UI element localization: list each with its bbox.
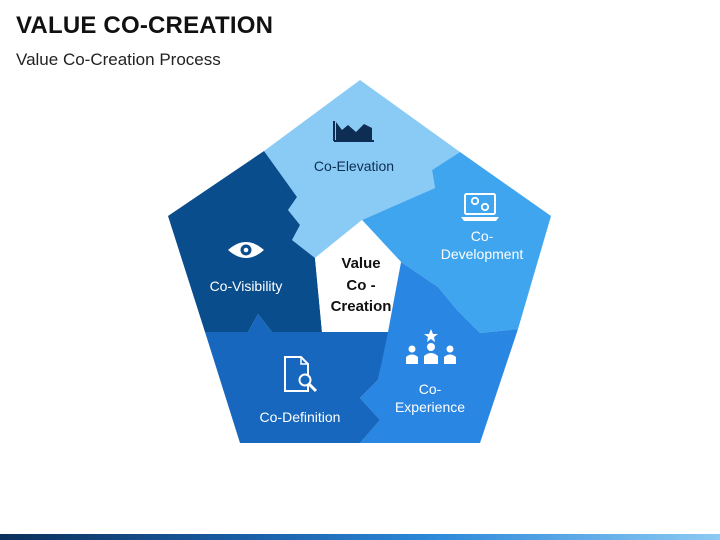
eye-icon [228,242,264,258]
center-label-line-1: Value [341,255,380,272]
center-pentagon [315,220,401,332]
laptop-gears-icon [461,193,499,221]
page-title: VALUE CO-CREATION [16,12,274,39]
center-label-line-3: Creation [331,298,392,315]
team-star-icon [406,329,456,364]
area-chart-icon [333,121,374,142]
segment-label-co-experience-line-1: Co- [419,381,442,397]
segment-label-co-visibility: Co-Visibility [210,278,283,294]
center-label-line-2: Co - [346,277,375,294]
segment-label-co-development-line-2: Development [441,246,524,262]
segment-label-co-development-line-1: Co- [471,228,494,244]
segment-co-development [362,152,551,333]
page-subtitle: Value Co-Creation Process [16,50,221,69]
segment-co-visibility [168,151,322,332]
footer-bar [0,534,720,540]
segment-co-experience [360,262,518,443]
segment-co-elevation [264,80,460,258]
segment-co-definition [205,314,388,443]
document-search-icon [284,356,318,393]
segment-label-co-definition: Co-Definition [260,409,341,425]
segment-label-co-experience-line-2: Experience [395,399,465,415]
segment-label-co-elevation: Co-Elevation [314,158,394,174]
